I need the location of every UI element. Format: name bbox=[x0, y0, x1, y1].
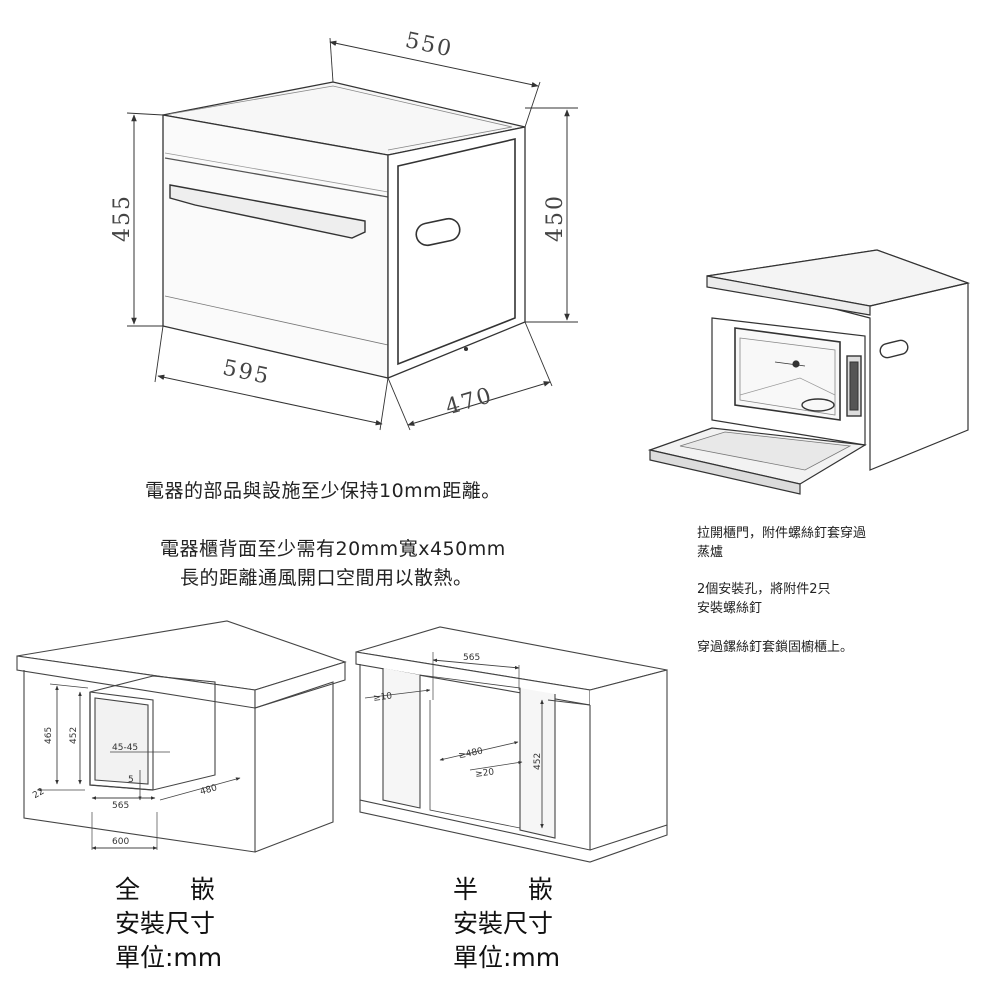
install-step-2-line2: 安裝螺絲釘 bbox=[697, 601, 763, 616]
full-dim-480: 480 bbox=[199, 783, 219, 797]
oven-perspective bbox=[126, 37, 578, 431]
full-caption-line3: 單位:mm bbox=[115, 943, 223, 972]
dim-550-label: 550 bbox=[403, 28, 455, 62]
oven-open-door-illustration bbox=[647, 249, 971, 495]
dim-455-label: 455 bbox=[110, 194, 135, 242]
full-dim-5: 5 bbox=[128, 775, 134, 785]
semi-caption-line2: 安裝尺寸 bbox=[453, 909, 554, 938]
semi-dim-480: ≥480 bbox=[458, 746, 485, 761]
semi-caption-char-a: 半 bbox=[453, 875, 479, 904]
full-dim-465: 465 bbox=[44, 727, 54, 744]
semi-dim-565: 565 bbox=[463, 653, 480, 663]
full-caption-title: 全 嵌 bbox=[115, 873, 215, 907]
semi-builtin-cabinet bbox=[355, 626, 668, 863]
install-step-1: 拉開櫃門，附件螺絲釘套穿過 蒸爐 bbox=[697, 524, 866, 562]
install-step-3: 穿過鏍絲釘套鎖固櫥櫃上。 bbox=[697, 640, 854, 655]
semi-caption-char-b: 嵌 bbox=[527, 875, 553, 904]
semi-dim-10: ≥10 bbox=[373, 691, 393, 704]
semi-caption-title: 半 嵌 bbox=[453, 873, 553, 907]
full-dim-600: 600 bbox=[112, 837, 129, 847]
semi-builtin-caption: 半 嵌 安裝尺寸 單位:mm bbox=[453, 873, 560, 975]
dim-470-label: 470 bbox=[443, 383, 496, 420]
dim-595-label: 595 bbox=[220, 355, 272, 389]
full-builtin-cabinet bbox=[16, 620, 347, 853]
full-dim-22: 22 bbox=[31, 787, 46, 801]
semi-dim-452: 452 bbox=[533, 753, 543, 770]
install-step-2: 2個安裝孔，將附件2只 安裝螺絲釘 bbox=[697, 580, 831, 618]
clearance-note: 電器的部品與設施至少保持10mm距離。 bbox=[145, 480, 501, 502]
full-dim-452: 452 bbox=[69, 727, 79, 744]
vent-note-line1: 電器櫃背面至少需有20mm寬x450mm bbox=[160, 538, 506, 560]
full-dim-565: 565 bbox=[112, 801, 129, 811]
semi-caption-line3: 單位:mm bbox=[453, 943, 561, 972]
full-caption-char-b: 嵌 bbox=[189, 875, 215, 904]
install-step-1-line2: 蒸爐 bbox=[697, 545, 724, 560]
full-builtin-caption: 全 嵌 安裝尺寸 單位:mm bbox=[115, 873, 222, 975]
install-step-1-line1: 拉開櫃門，附件螺絲釘套穿過 bbox=[697, 526, 867, 541]
semi-dim-20: ≥20 bbox=[475, 767, 495, 780]
vent-note-line2: 長的距離通風開口空間用以散熱。 bbox=[180, 567, 473, 589]
dim-450-label: 450 bbox=[543, 194, 568, 242]
full-caption-char-a: 全 bbox=[115, 875, 141, 904]
full-caption-line2: 安裝尺寸 bbox=[115, 909, 216, 938]
full-dim-45: 45-45 bbox=[112, 743, 138, 753]
install-step-2-line1: 2個安裝孔，將附件2只 bbox=[697, 582, 831, 597]
